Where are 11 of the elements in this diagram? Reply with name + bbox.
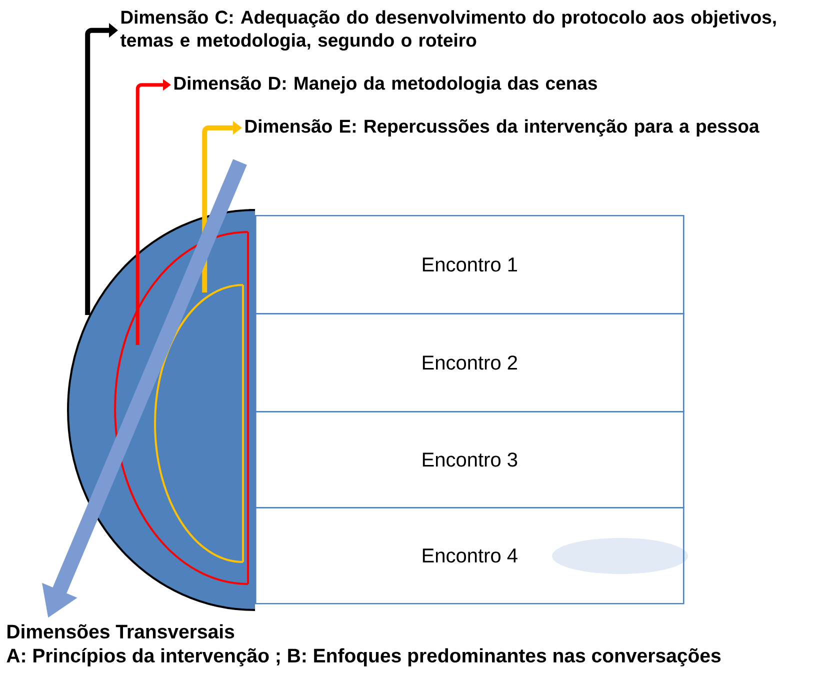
caption-text: Dimensões Transversais A: Princípios da intervenção ; B: Enfoques predominantes nas conversações (6, 624, 721, 666)
session-box: Encontro 3 (255, 411, 684, 508)
session-box: Encontro 4 (255, 507, 688, 604)
half-disc (67, 209, 255, 611)
half-ring (114, 231, 249, 585)
dimension-label: Dimensão E: Repercussões da intervenção para a pessoa (245, 119, 760, 136)
session-box: Encontro 1 (255, 215, 684, 314)
dimension-label: Dimensão C: Adequação do desenvolvimento do protocolo aos objetivos, temas e metodologia, segundo o roteiro (120, 10, 776, 51)
half-ring (154, 284, 244, 563)
dimension-label: Dimensão D: Manejo da metodologia das cenas (174, 76, 597, 94)
session-box: Encontro 2 (255, 313, 684, 412)
